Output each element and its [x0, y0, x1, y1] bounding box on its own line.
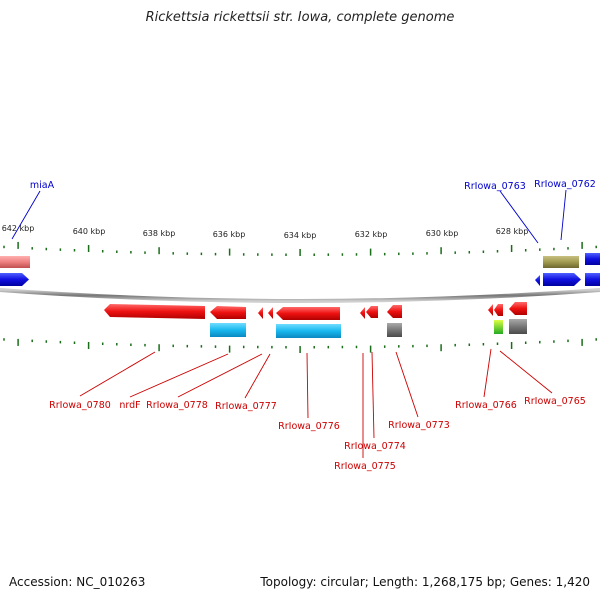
cds-feature-reverse	[210, 306, 246, 319]
cds-feature-forward	[585, 253, 600, 265]
cds-feature-forward	[0, 273, 29, 286]
scale-labels: 642 kbp 640 kbp 638 kbp 636 kbp 634 kbp …	[2, 224, 529, 240]
cds-feature-reverse	[387, 305, 402, 318]
scale-label: 634 kbp	[284, 231, 317, 240]
cds-feature-reverse	[276, 307, 340, 320]
misc-feature-green	[494, 320, 503, 334]
cds-feature-forward	[585, 273, 600, 286]
gene-label: RrIowa_0765	[524, 396, 586, 407]
misc-feature-gray	[509, 319, 527, 334]
genome-summary-text: Topology: circular; Length: 1,268,175 bp…	[260, 575, 590, 589]
cds-feature-reverse	[360, 307, 365, 319]
gene-label: RrIowa_0773	[388, 420, 450, 431]
label-leader-lines	[11, 189, 567, 458]
map-title: Rickettsia rickettsii str. Iowa, complet…	[145, 10, 455, 25]
scale-label: 640 kbp	[73, 227, 106, 236]
gene-label: RrIowa_0766	[455, 400, 517, 411]
gene-label: miaA	[30, 180, 55, 191]
cds-feature-reverse	[494, 304, 503, 316]
outer-tick-ring	[3, 241, 597, 256]
gene-labels-bottom: RrIowa_0780 nrdF RrIowa_0778 RrIowa_0777…	[49, 396, 586, 472]
cds-feature-reverse	[104, 304, 205, 319]
gene-label: RrIowa_0775	[334, 461, 396, 472]
scale-label: 630 kbp	[426, 229, 459, 238]
scale-label: 628 kbp	[496, 227, 529, 236]
gene-label: nrdF	[119, 400, 140, 411]
gene-label: RrIowa_0776	[278, 421, 340, 432]
accession-text: Accession: NC_010263	[9, 575, 146, 589]
gene-label: RrIowa_0780	[49, 400, 111, 411]
cds-feature-forward	[543, 273, 581, 286]
cds-feature-reverse	[366, 306, 378, 318]
gene-labels-top: miaA RrIowa_0763 RrIowa_0762	[30, 179, 596, 192]
genome-backbone	[0, 288, 600, 303]
inner-tick-ring	[3, 338, 597, 353]
misc-feature-cyan	[276, 324, 341, 338]
misc-feature-cyan	[210, 323, 246, 337]
rrna-feature	[0, 256, 30, 268]
cds-feature-reverse	[509, 302, 527, 315]
gene-label: RrIowa_0774	[344, 441, 406, 452]
gene-label: RrIowa_0762	[534, 179, 596, 190]
cds-feature-reverse	[488, 304, 493, 316]
cds-feature-reverse	[258, 307, 263, 319]
scale-label: 636 kbp	[213, 230, 246, 239]
gene-label: RrIowa_0777	[215, 401, 277, 412]
scale-label: 632 kbp	[355, 230, 388, 239]
gene-label: RrIowa_0763	[464, 181, 526, 192]
gene-label: RrIowa_0778	[146, 400, 208, 411]
reverse-features	[104, 302, 527, 338]
trna-feature	[543, 256, 579, 268]
forward-features	[0, 253, 600, 286]
misc-feature-gray	[387, 323, 402, 337]
scale-label: 638 kbp	[143, 229, 176, 238]
cds-feature-reverse	[268, 307, 273, 319]
cds-feature-forward	[535, 275, 540, 286]
